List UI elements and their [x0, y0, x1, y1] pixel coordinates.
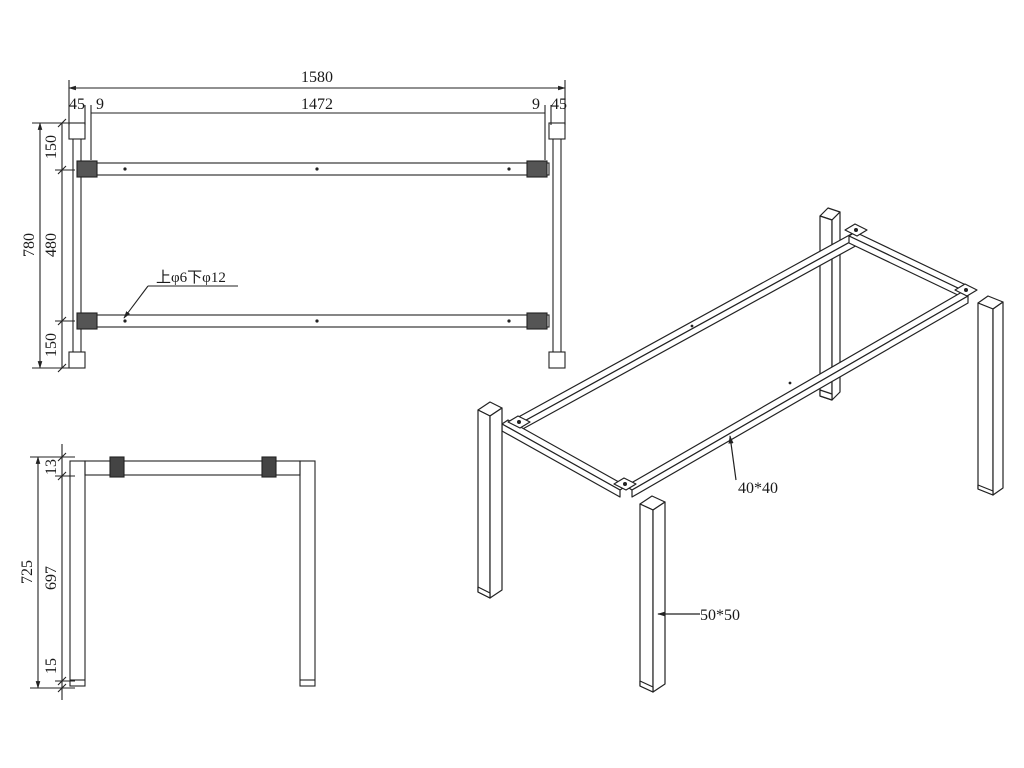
iso-beam-back	[512, 231, 862, 432]
side-leg-left	[69, 460, 86, 687]
iso-view	[477, 207, 1004, 693]
dim-leg-height: 697	[43, 566, 60, 590]
dim-gap-left: 9	[96, 96, 104, 113]
dim-overall-height: 725	[19, 560, 36, 584]
side-beam	[84, 460, 301, 476]
beam-section-label: 40*40	[738, 480, 778, 497]
dim-beam-height: 13	[43, 459, 60, 475]
side-brackets	[109, 456, 277, 478]
dim-overall-length: 1580	[301, 69, 333, 86]
iso-beam-right-end	[848, 231, 969, 298]
iso-leg-front-right	[977, 295, 1004, 496]
hole-marks	[123, 167, 511, 323]
dim-leg-right: 45	[551, 96, 567, 113]
dim-overall-width: 780	[21, 233, 38, 257]
side-leg-right	[299, 460, 316, 687]
hole-note: 上φ6下φ12	[156, 269, 226, 286]
hole-note-leader	[123, 285, 149, 319]
top-leg-front-right	[548, 122, 566, 140]
bracket-joints	[76, 160, 548, 330]
iso-beam-left-end	[501, 419, 627, 498]
beam-section-leader	[728, 435, 737, 481]
iso-beam-front	[625, 291, 969, 498]
side-view	[30, 444, 316, 700]
leg-section-label: 50*50	[700, 607, 740, 624]
tick-marks	[57, 118, 67, 373]
top-leg-back-right	[548, 351, 566, 369]
iso-leg-back-left	[477, 401, 503, 599]
dim-leg-left: 45	[69, 96, 85, 113]
top-leg-back-left	[68, 351, 86, 369]
top-view	[32, 80, 566, 373]
dim-end-offset-top: 150	[43, 135, 60, 159]
dim-foot-height: 15	[43, 658, 60, 674]
dim-beam-spacing: 480	[43, 233, 60, 257]
dim-end-offset-bottom: 150	[43, 333, 60, 357]
iso-leg-front-left	[639, 495, 666, 693]
top-leg-front-left	[68, 122, 86, 140]
dim-gap-right: 9	[532, 96, 540, 113]
dim-inner-length: 1472	[301, 96, 333, 113]
